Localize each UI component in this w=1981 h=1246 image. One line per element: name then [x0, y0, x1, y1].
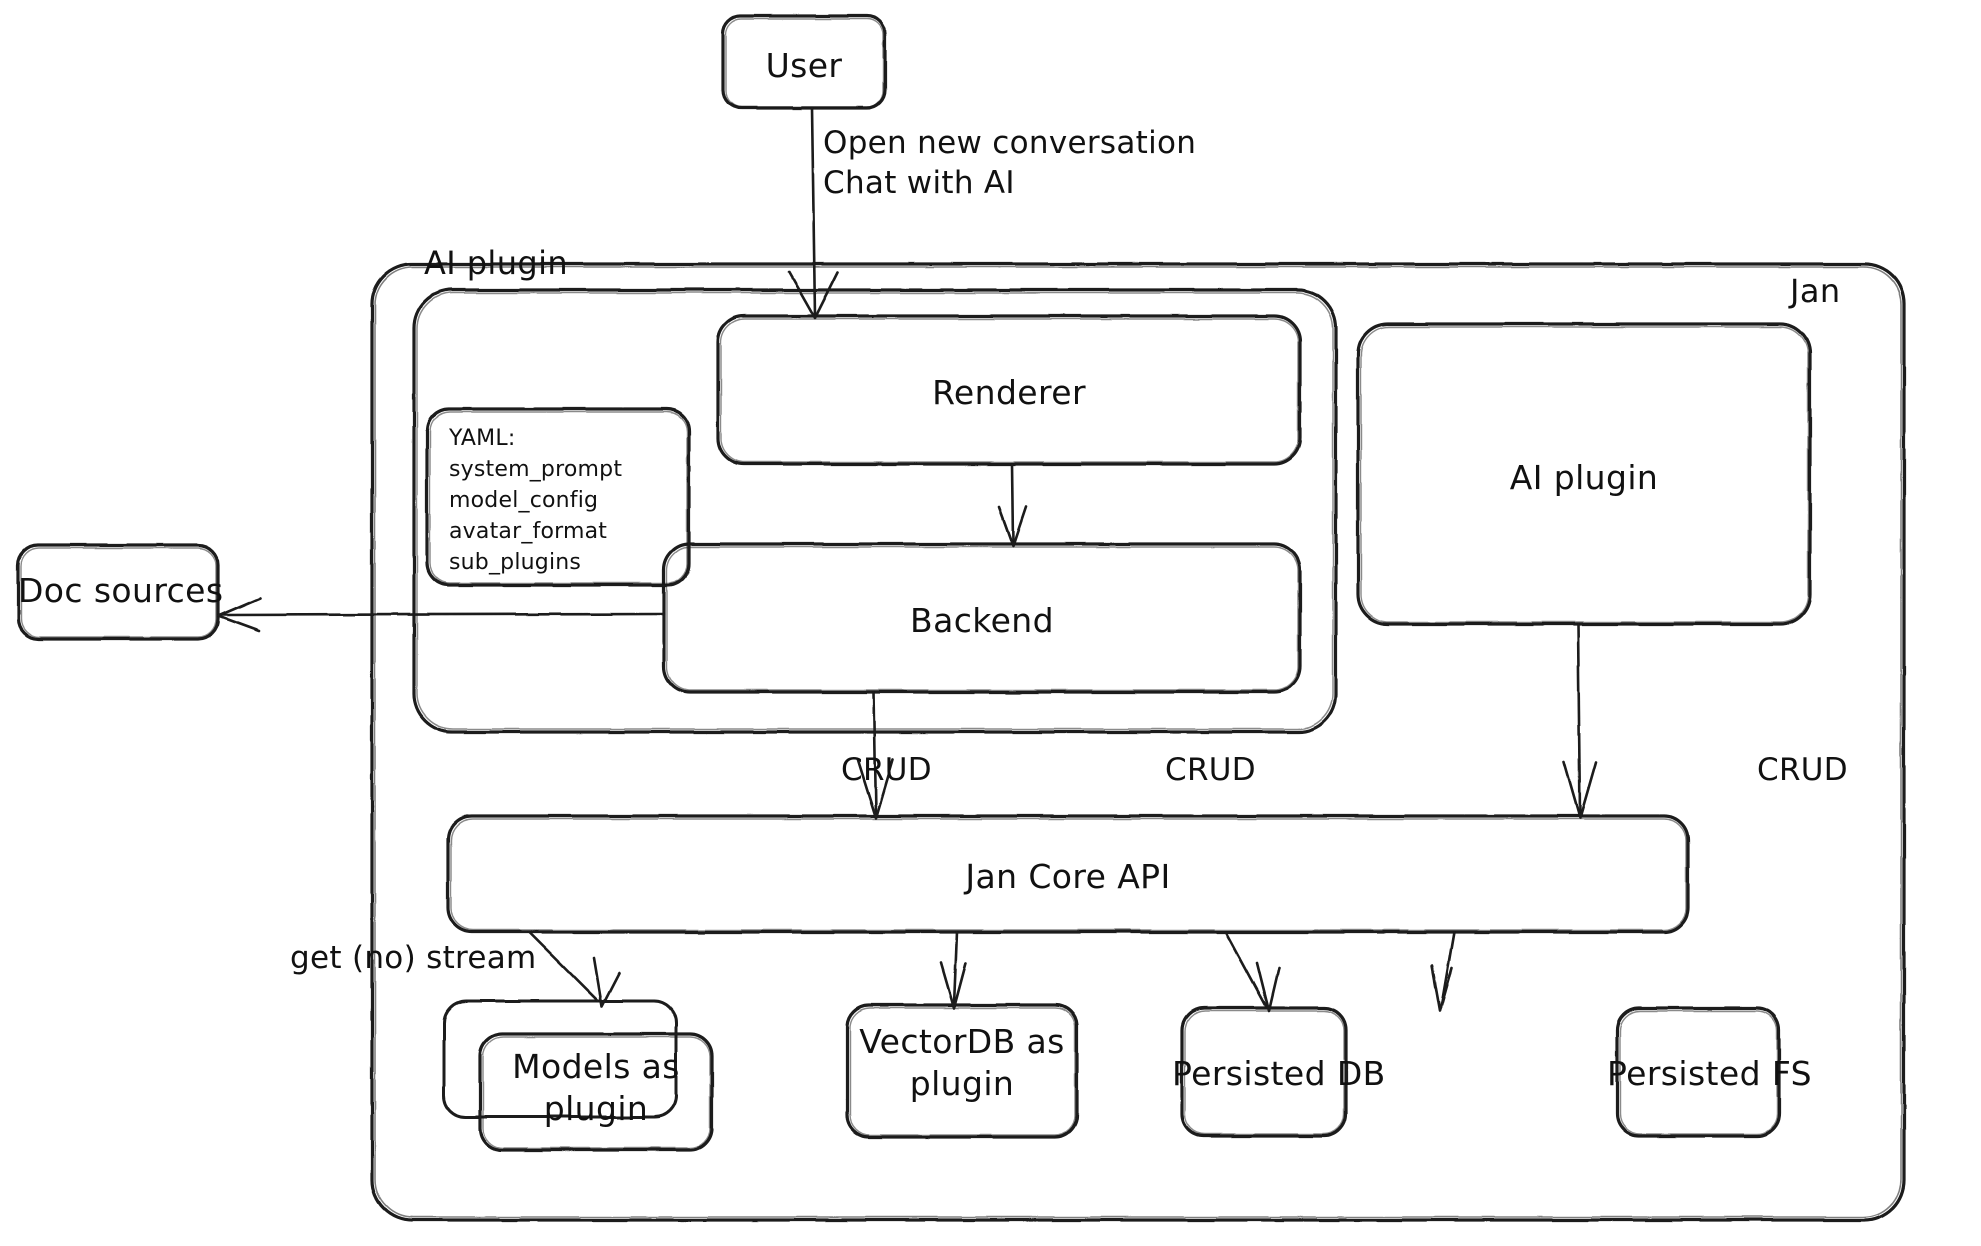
node-persisted-db-label: Persisted DB: [1172, 1054, 1386, 1093]
node-backend-label: Backend: [910, 601, 1054, 640]
node-jan-core-api[interactable]: [448, 816, 1688, 932]
node-vectordb-plugin[interactable]: [847, 1005, 1077, 1137]
node-jan-core-api-label: Jan Core API: [965, 857, 1171, 896]
node-renderer[interactable]: [718, 316, 1300, 464]
group-label-jan: Jan: [1790, 272, 1841, 310]
edge-ai-plugin-to-jan-core-api: [1562, 622, 1598, 820]
node-doc-sources-label: Doc sources: [18, 571, 224, 610]
edge-label-crud-persisted-db: CRUD: [1165, 752, 1256, 788]
edge-core-to-models: [527, 930, 621, 1008]
node-yaml-card[interactable]: [427, 409, 689, 585]
node-renderer-label: Renderer: [932, 373, 1086, 412]
edge-label-crud-persisted-fs: CRUD: [1757, 752, 1848, 788]
node-persisted-db[interactable]: [1182, 1008, 1346, 1136]
edge-core-to-persisted-db: [1224, 930, 1281, 1013]
node-ai-plugin-right-label: AI plugin: [1509, 458, 1659, 497]
node-models-plugin-label: Models as plugin: [512, 1047, 680, 1129]
node-persisted-fs[interactable]: [1617, 1008, 1779, 1136]
yaml-card-heading: YAML:: [449, 426, 516, 451]
node-persisted-fs-label: Persisted FS: [1607, 1054, 1812, 1093]
node-vectordb-plugin-label: VectorDB as plugin: [859, 1022, 1065, 1104]
yaml-key-model-config: model_config: [449, 488, 599, 513]
node-models-plugin[interactable]: [444, 1001, 712, 1150]
group-label-ai-plugin: AI plugin: [424, 244, 569, 282]
yaml-key-avatar-format: avatar_format: [449, 519, 608, 544]
yaml-key-system-prompt: system_prompt: [449, 457, 623, 482]
node-backend[interactable]: [664, 544, 1300, 692]
edge-renderer-to-backend: [997, 462, 1028, 548]
yaml-key-sub-plugins: sub_plugins: [449, 550, 582, 575]
node-ai-plugin-right[interactable]: [1358, 324, 1810, 624]
edge-label-open-new-conversation: Open new conversation: [823, 125, 1197, 161]
node-doc-sources[interactable]: [18, 545, 218, 639]
edge-label-chat-with-ai: Chat with AI: [823, 165, 1015, 201]
node-user-label: User: [765, 46, 843, 85]
node-user[interactable]: [723, 16, 885, 108]
edge-label-crud-vectordb: CRUD: [841, 752, 932, 788]
edge-core-to-vectordb: [939, 930, 968, 1010]
edge-backend-to-doc-sources: [216, 596, 666, 633]
edge-core-to-persisted-fs: [1430, 930, 1456, 1013]
edge-label-get-no-stream: get (no) stream: [290, 940, 537, 976]
